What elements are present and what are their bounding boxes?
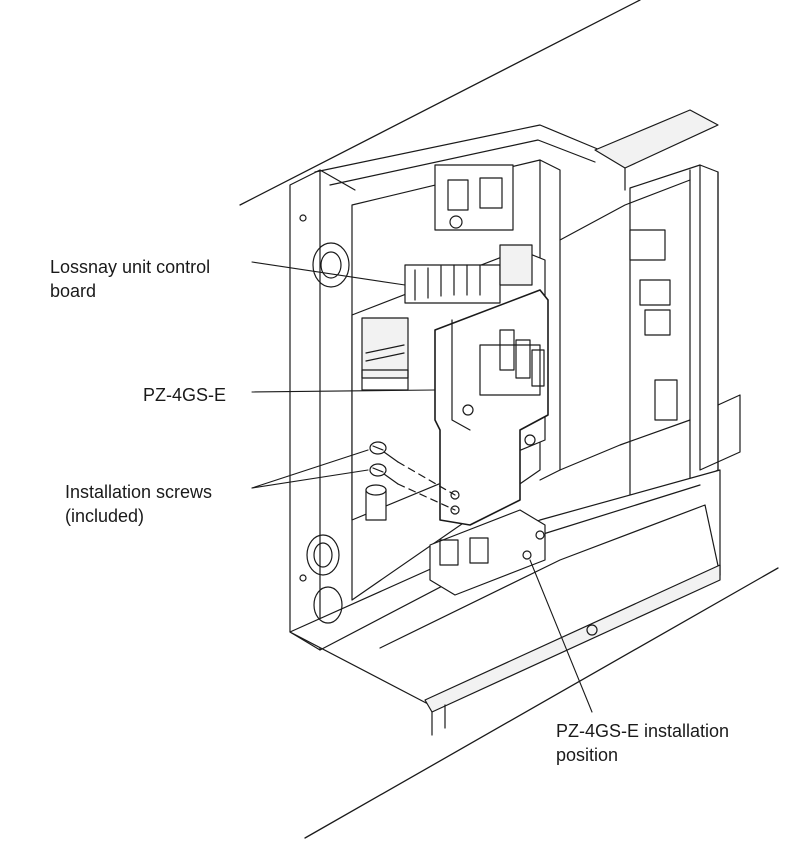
control-board-label: Lossnay unit control board — [50, 255, 210, 303]
control-board-label-line1: Lossnay unit control — [50, 257, 211, 277]
knockout-holes — [299, 214, 598, 636]
leader-lines — [251, 261, 593, 713]
pz-4gs-e-module — [434, 289, 549, 526]
installation-position — [429, 509, 546, 596]
installation-screws-label-line1: Installation screws — [65, 482, 213, 502]
installation-screws-label-line2: (included) — [65, 506, 145, 526]
installation-screws-label: Installation screws (included) — [65, 480, 212, 528]
pz-4gs-e-label-text: PZ-4GS-E — [143, 385, 227, 405]
installation-position-label: PZ-4GS-E installation position — [556, 719, 729, 767]
pz-4gs-e-label: PZ-4GS-E — [143, 383, 226, 407]
installation-screws — [365, 441, 456, 521]
installation-position-label-line2: position — [556, 745, 619, 765]
ceiling-lines — [239, 0, 779, 839]
installation-position-label-line1: PZ-4GS-E installation — [556, 721, 730, 741]
control-board-label-line2: board — [50, 281, 97, 301]
